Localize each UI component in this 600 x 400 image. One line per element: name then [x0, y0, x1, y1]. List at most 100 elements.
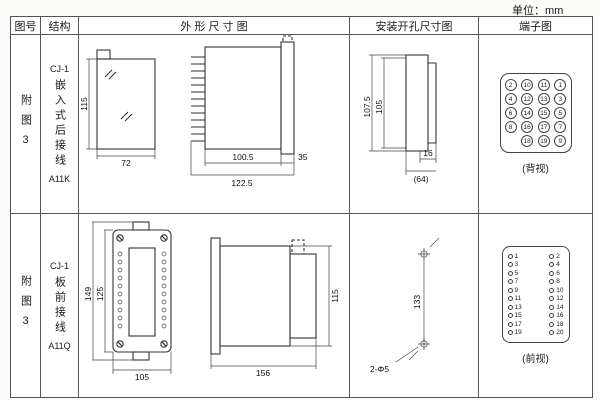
front-view-a11q: [112, 221, 172, 361]
terminal-dot: [549, 262, 555, 268]
dim-depth-122-5: 122.5: [231, 178, 253, 188]
terminal-dot: [549, 296, 555, 302]
outline-drawing-a11q: 149 125 105 156 115: [83, 221, 340, 382]
structure-model-bottom: A11Q: [48, 340, 71, 351]
side-view-dimension-lines: [210, 245, 332, 369]
terminal-circle: 11: [537, 79, 550, 91]
terminal-circle: 6: [504, 107, 517, 119]
structure-description: 嵌入式后接线: [53, 79, 66, 169]
terminal-number: 15: [514, 312, 522, 320]
terminal-dot: [507, 253, 513, 259]
terminal-row: 6 14 15 5: [504, 107, 567, 119]
structure-model-top: CJ-1: [49, 64, 69, 74]
terminal-dot: [507, 321, 513, 327]
terminal-column-right: 2 4 6 8 10 12 14 16 18 20: [549, 252, 564, 337]
header-structure: 结构: [41, 17, 79, 35]
terminal-dot: [549, 321, 555, 327]
terminal-number: 16: [556, 312, 564, 320]
terminal-dot: [507, 270, 513, 276]
terminal-number: 13: [514, 303, 522, 311]
dim-width-64: (64): [413, 174, 428, 184]
terminal-circle: 17: [537, 121, 550, 133]
dim-height-107-5: 107.5: [362, 96, 372, 118]
hole-marks: [395, 237, 440, 363]
structure-model-top: CJ-1: [49, 260, 69, 271]
front-view-dimension-lines: [92, 221, 172, 374]
terminal-column-left: 1 3 5 7 9 11 13 15 17 19: [507, 252, 522, 337]
terminal-dot: [507, 287, 513, 293]
dim-height-105: 105: [374, 100, 384, 114]
terminal-row: 2 10 11 1: [504, 79, 567, 91]
terminal-row: 18 19 9: [505, 135, 567, 147]
spec-table: 图号 结构 外 形 尺 寸 图 安装开孔尺寸图 端子图 附图3 CJ-1 嵌入式…: [10, 16, 593, 398]
terminal-circle: 16: [521, 121, 534, 133]
terminal-number: 17: [514, 320, 522, 328]
terminal-number: 4: [556, 261, 560, 269]
terminal-number: 11: [514, 295, 522, 303]
terminal-circle: 5: [554, 107, 567, 119]
terminal-number: 9: [514, 286, 519, 294]
terminal-circle: 13: [537, 93, 550, 105]
terminal-dot: [507, 296, 513, 302]
terminal-number: 19: [514, 329, 522, 337]
outline-drawing-a11k: 115 72 100.5 35 122.5: [79, 35, 308, 188]
structure-model-bottom: A11K: [48, 174, 71, 184]
terminal-circle: 1: [554, 79, 567, 91]
side-view-a11q: [210, 237, 317, 355]
terminal-diagram-rear: 2 10 11 1 4 12 13 3 6 14 15 5: [499, 73, 572, 175]
terminal-number: 5: [514, 269, 519, 277]
terminal-circle: 15: [537, 107, 550, 119]
terminal-number: 12: [556, 295, 564, 303]
terminal-circle: 4: [504, 93, 517, 105]
dim-spacing-133: 133: [412, 295, 422, 309]
dim-depth-100-5: 100.5: [232, 152, 254, 162]
dim-height-149: 149: [83, 287, 93, 301]
dim-width-16: 16: [423, 148, 433, 158]
terminal-number: 1: [514, 252, 519, 260]
section-ticks: [408, 237, 440, 361]
hidden-line-detail: [291, 239, 305, 255]
front-view-a11k: [96, 49, 156, 150]
header-fig-no: 图号: [11, 17, 41, 35]
structure-row1: CJ-1 嵌入式后接线 A11K: [41, 35, 79, 214]
terminal-number: 10: [556, 286, 564, 294]
hole-spec-2-d5: 2-Φ5: [370, 364, 389, 374]
structure-row2: CJ-1 板前接线 A11Q: [41, 214, 79, 398]
terminal-circle: 12: [521, 93, 534, 105]
terminal-dot: [507, 304, 513, 310]
terminal-dot: [549, 330, 555, 336]
mounting-cell-row2: 133 2-Φ5: [350, 214, 479, 398]
front-terminal-dots: [117, 251, 167, 329]
terminal-block-front: 1 3 5 7 9 11 13 15 17 19 2 4 6 8 10: [501, 245, 570, 344]
dim-height-125: 125: [95, 287, 105, 301]
terminal-dot: [549, 287, 555, 293]
side-view-dimension-lines: [190, 141, 295, 176]
outline-cell-row2: 149 125 105 156 115: [79, 214, 350, 398]
terminal-circle: 3: [554, 93, 567, 105]
screw-slot-marks: [104, 69, 133, 122]
header-terminal: 端子图: [479, 17, 593, 35]
terminal-circle: 14: [521, 107, 534, 119]
terminal-number: 2: [556, 252, 560, 260]
front-view-dimension-lines: [86, 58, 156, 159]
terminal-number: 20: [556, 329, 564, 337]
terminal-dot: [507, 330, 513, 336]
terminal-dot: [507, 262, 513, 268]
header-mounting: 安装开孔尺寸图: [350, 17, 479, 35]
terminal-comb: [191, 56, 205, 142]
cutout-profile: [405, 54, 437, 152]
terminal-cell-row1: 2 10 11 1 4 12 13 3 6 14 15 5: [479, 35, 593, 214]
side-view-a11k: [191, 35, 295, 155]
terminal-number: 3: [514, 261, 519, 269]
unit-label: 单位：mm: [512, 5, 564, 17]
fig-no-text: 附图3: [19, 93, 32, 155]
mounting-cell-row1: 107.5 105 16 (64): [350, 35, 479, 214]
fig-no-row1: 附图3: [11, 35, 41, 214]
mounting-drawing-a11k: 107.5 105 16 (64): [362, 54, 437, 184]
terminal-diagram-front: 1 3 5 7 9 11 13 15 17 19 2 4 6 8 10: [501, 245, 570, 365]
terminal-circle: 10: [521, 79, 534, 91]
terminal-row: 8 16 17 7: [504, 121, 567, 133]
header-outline: 外 形 尺 寸 图: [79, 17, 350, 35]
dim-width-105: 105: [135, 372, 149, 382]
mounting-drawing-a11q: 133 2-Φ5: [370, 237, 440, 374]
